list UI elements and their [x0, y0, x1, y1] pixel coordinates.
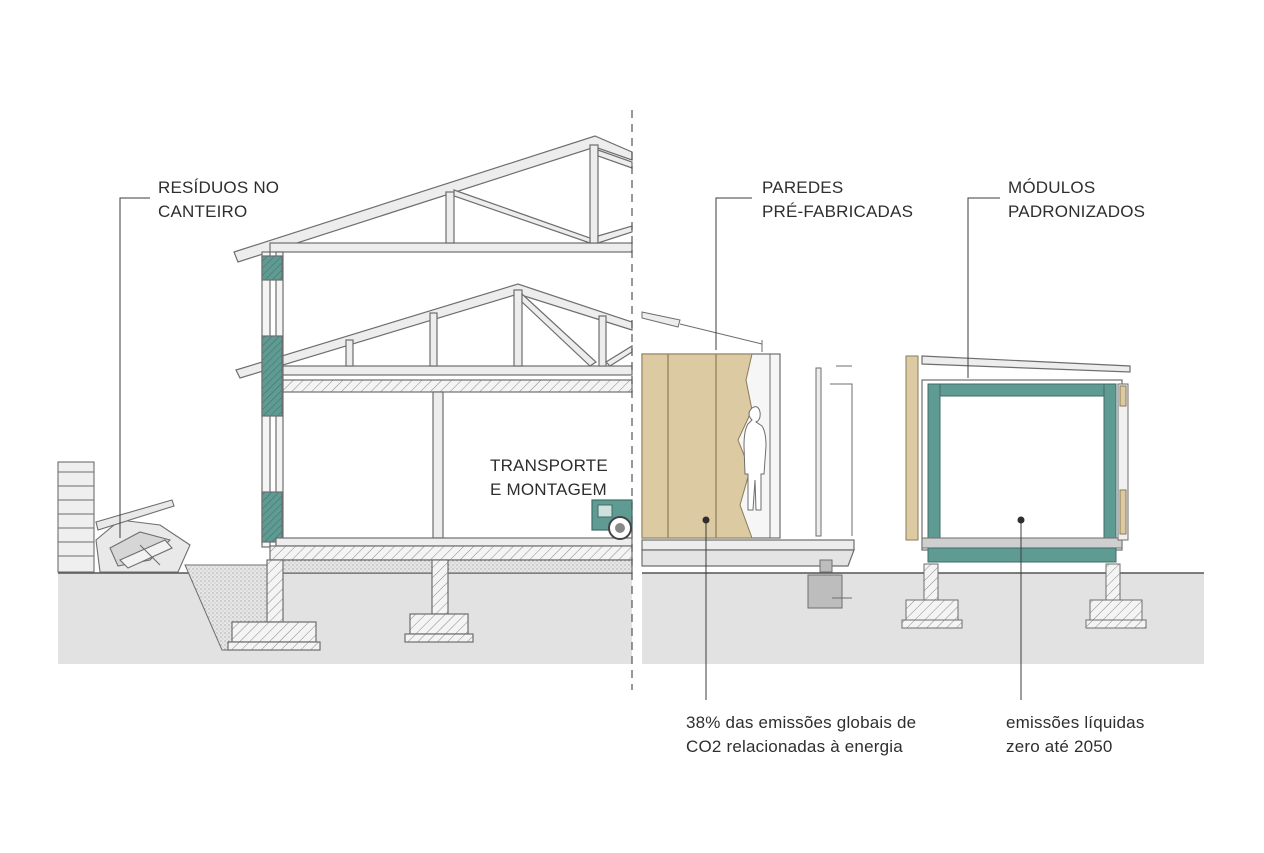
- waste-pile: [57, 461, 191, 573]
- label-emissions-share-line1: 38% das emissões globais de: [686, 713, 917, 732]
- marker-dot-emissions: [702, 516, 710, 524]
- label-transport: TRANSPORTE E MONTAGEM: [490, 454, 608, 502]
- label-prefab-walls: PAREDES PRÉ-FABRICADAS: [762, 176, 913, 224]
- prefab-wall-panel: [641, 311, 855, 609]
- label-net-zero-line2: zero até 2050: [1006, 737, 1113, 756]
- leader-site-waste: [119, 197, 150, 538]
- label-modules: MÓDULOS PADRONIZADOS: [1008, 176, 1145, 224]
- label-emissions-share: 38% das emissões globais de CO2 relacion…: [686, 711, 916, 759]
- label-site-waste-line1: RESÍDUOS NO: [158, 178, 280, 197]
- label-prefab-walls-line2: PRÉ-FABRICADAS: [762, 202, 914, 221]
- label-modules-line2: PADRONIZADOS: [1008, 202, 1146, 221]
- label-emissions-share-line2: CO2 relacionadas à energia: [686, 737, 903, 756]
- leader-lines: [119, 197, 1022, 700]
- delivery-truck: [591, 499, 633, 540]
- label-net-zero-line1: emissões líquidas: [1006, 713, 1145, 732]
- marker-dot-net-zero: [1017, 516, 1025, 524]
- leader-modules: [967, 197, 1000, 378]
- label-transport-line2: E MONTAGEM: [490, 480, 607, 499]
- label-modules-line1: MÓDULOS: [1008, 178, 1096, 197]
- label-net-zero: emissões líquidas zero até 2050: [1006, 711, 1145, 759]
- label-prefab-walls-line1: PAREDES: [762, 178, 844, 197]
- label-site-waste-line2: CANTEIRO: [158, 202, 248, 221]
- label-site-waste: RESÍDUOS NO CANTEIRO: [158, 176, 279, 224]
- leader-prefab-walls: [715, 197, 752, 350]
- conventional-building: [227, 135, 633, 651]
- label-transport-line1: TRANSPORTE: [490, 456, 608, 475]
